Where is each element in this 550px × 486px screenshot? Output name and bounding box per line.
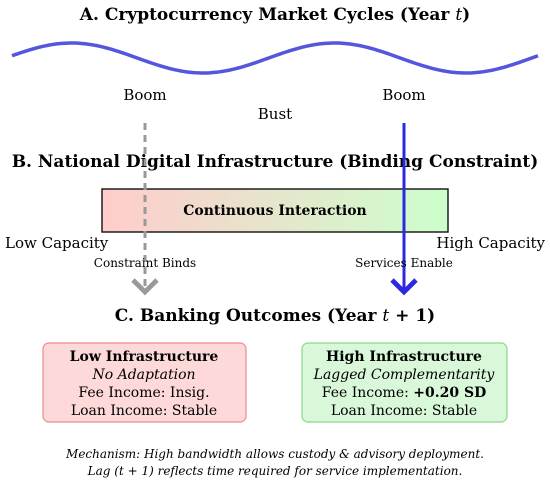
section-a-title: A. Cryptocurrency Market Cycles (Year t) [79, 5, 470, 25]
high-infrastructure-subtitle: Lagged Complementarity [313, 367, 496, 383]
high-capacity-label: High Capacity [436, 234, 545, 252]
low-infrastructure-subtitle: No Adaptation [91, 367, 195, 383]
constraint-binds-label: Constraint Binds [94, 256, 196, 270]
section-c-title: C. Banking Outcomes (Year t + 1) [115, 306, 435, 326]
low-infrastructure-title: Low Infrastructure [70, 349, 219, 365]
infrastructure-capacity-bar [101, 188, 449, 233]
market-cycle-wave [11, 41, 539, 75]
high-infrastructure-box: High Infrastructure Lagged Complementari… [301, 342, 508, 423]
low-infrastructure-box: Low Infrastructure No Adaptation Fee Inc… [42, 342, 247, 423]
low-fee-income: Fee Income: Insig. [78, 385, 209, 401]
high-infrastructure-title: High Infrastructure [326, 349, 482, 365]
low-loan-income: Loan Income: Stable [71, 403, 217, 419]
continuous-interaction-label: Continuous Interaction [183, 203, 366, 219]
boom-label-right: Boom [382, 86, 425, 104]
section-b-title: B. National Digital Infrastructure (Bind… [12, 152, 539, 172]
high-fee-income: Fee Income: +0.20 SD [322, 385, 486, 401]
mechanism-line-1: Mechanism: High bandwidth allows custody… [65, 447, 484, 461]
services-enable-label: Services Enable [355, 256, 453, 270]
boom-label-left: Boom [123, 86, 166, 104]
bust-label: Bust [258, 105, 292, 123]
low-capacity-label: Low Capacity [5, 234, 109, 252]
mechanism-line-2: Lag (t + 1) reflects time required for s… [87, 464, 463, 478]
high-loan-income: Loan Income: Stable [331, 403, 477, 419]
